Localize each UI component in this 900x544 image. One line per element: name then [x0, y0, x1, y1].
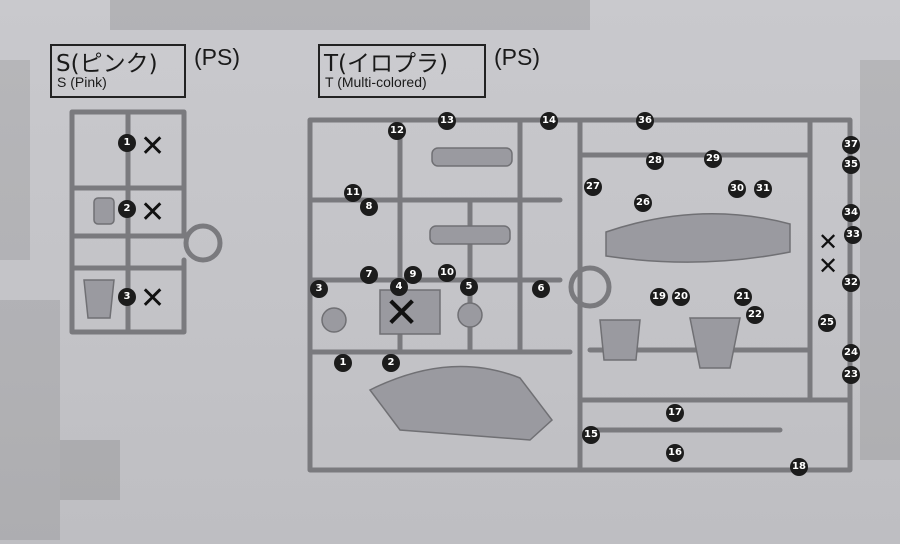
sprue-s-subtitle: S (Pink) [57, 74, 107, 90]
part-number-11: 11 [344, 184, 362, 202]
part-number-8: 8 [360, 198, 378, 216]
sprue-t-subtitle: T (Multi-colored) [325, 74, 427, 90]
exclusion-mark-part-33: ✕ [818, 228, 839, 256]
part-number-34: 34 [842, 204, 860, 222]
part-number-7: 7 [360, 266, 378, 284]
part-number-6: 6 [532, 280, 550, 298]
part-shield-upper [605, 212, 791, 263]
part-number-13: 13 [438, 112, 456, 130]
part-number-32: 32 [842, 274, 860, 292]
part-number-18: 18 [790, 458, 808, 476]
part-number-28: 28 [646, 152, 664, 170]
sprue-t-material: (PS) [494, 44, 540, 70]
part-number-25: 25 [818, 314, 836, 332]
exclusion-mark-part-4: ✕ [384, 288, 420, 337]
part-number-2: 2 [382, 354, 400, 372]
part-number-5: 5 [460, 278, 478, 296]
part-number-35: 35 [842, 156, 860, 174]
part-number-37: 37 [842, 136, 860, 154]
part-number-31: 31 [754, 180, 772, 198]
sprue-s-title: S(ピンク) [56, 51, 158, 77]
part-number-17: 17 [666, 404, 684, 422]
sprue-t-label: T(イロプラ) T (Multi-colored) [318, 44, 486, 98]
part-number-30: 30 [728, 180, 746, 198]
part-number-14: 14 [540, 112, 558, 130]
exclusion-mark-part-1: ✕ [140, 129, 166, 164]
sprue-s-frame [69, 109, 187, 239]
part-number-22: 22 [746, 306, 764, 324]
part-number-36: 36 [636, 112, 654, 130]
part-number-24: 24 [842, 344, 860, 362]
part-number-23: 23 [842, 366, 860, 384]
part-number-15: 15 [582, 426, 600, 444]
exclusion-mark-part-2: ✕ [140, 195, 166, 230]
exclusion-mark-part-3: ✕ [140, 281, 166, 316]
part-number-16: 16 [666, 444, 684, 462]
part-number-3: 3 [118, 288, 136, 306]
sprue-t-title: T(イロプラ) [324, 51, 448, 77]
part-number-21: 21 [734, 288, 752, 306]
part-number-1: 1 [118, 134, 136, 152]
part-number-26: 26 [634, 194, 652, 212]
part-number-1: 1 [334, 354, 352, 372]
part-number-9: 9 [404, 266, 422, 284]
part-number-12: 12 [388, 122, 406, 140]
part-number-33: 33 [844, 226, 862, 244]
part-number-19: 19 [650, 288, 668, 306]
part-shield-large [368, 365, 554, 441]
part-number-10: 10 [438, 264, 456, 282]
sprue-s-label: S(ピンク) S (Pink) [50, 44, 186, 98]
part-number-3: 3 [310, 280, 328, 298]
part-number-2: 2 [118, 200, 136, 218]
part-number-29: 29 [704, 150, 722, 168]
part-number-4: 4 [390, 278, 408, 296]
sprue-s-material: (PS) [194, 44, 240, 70]
part-number-27: 27 [584, 178, 602, 196]
part-number-20: 20 [672, 288, 690, 306]
exclusion-mark-part-32: ✕ [818, 252, 839, 280]
